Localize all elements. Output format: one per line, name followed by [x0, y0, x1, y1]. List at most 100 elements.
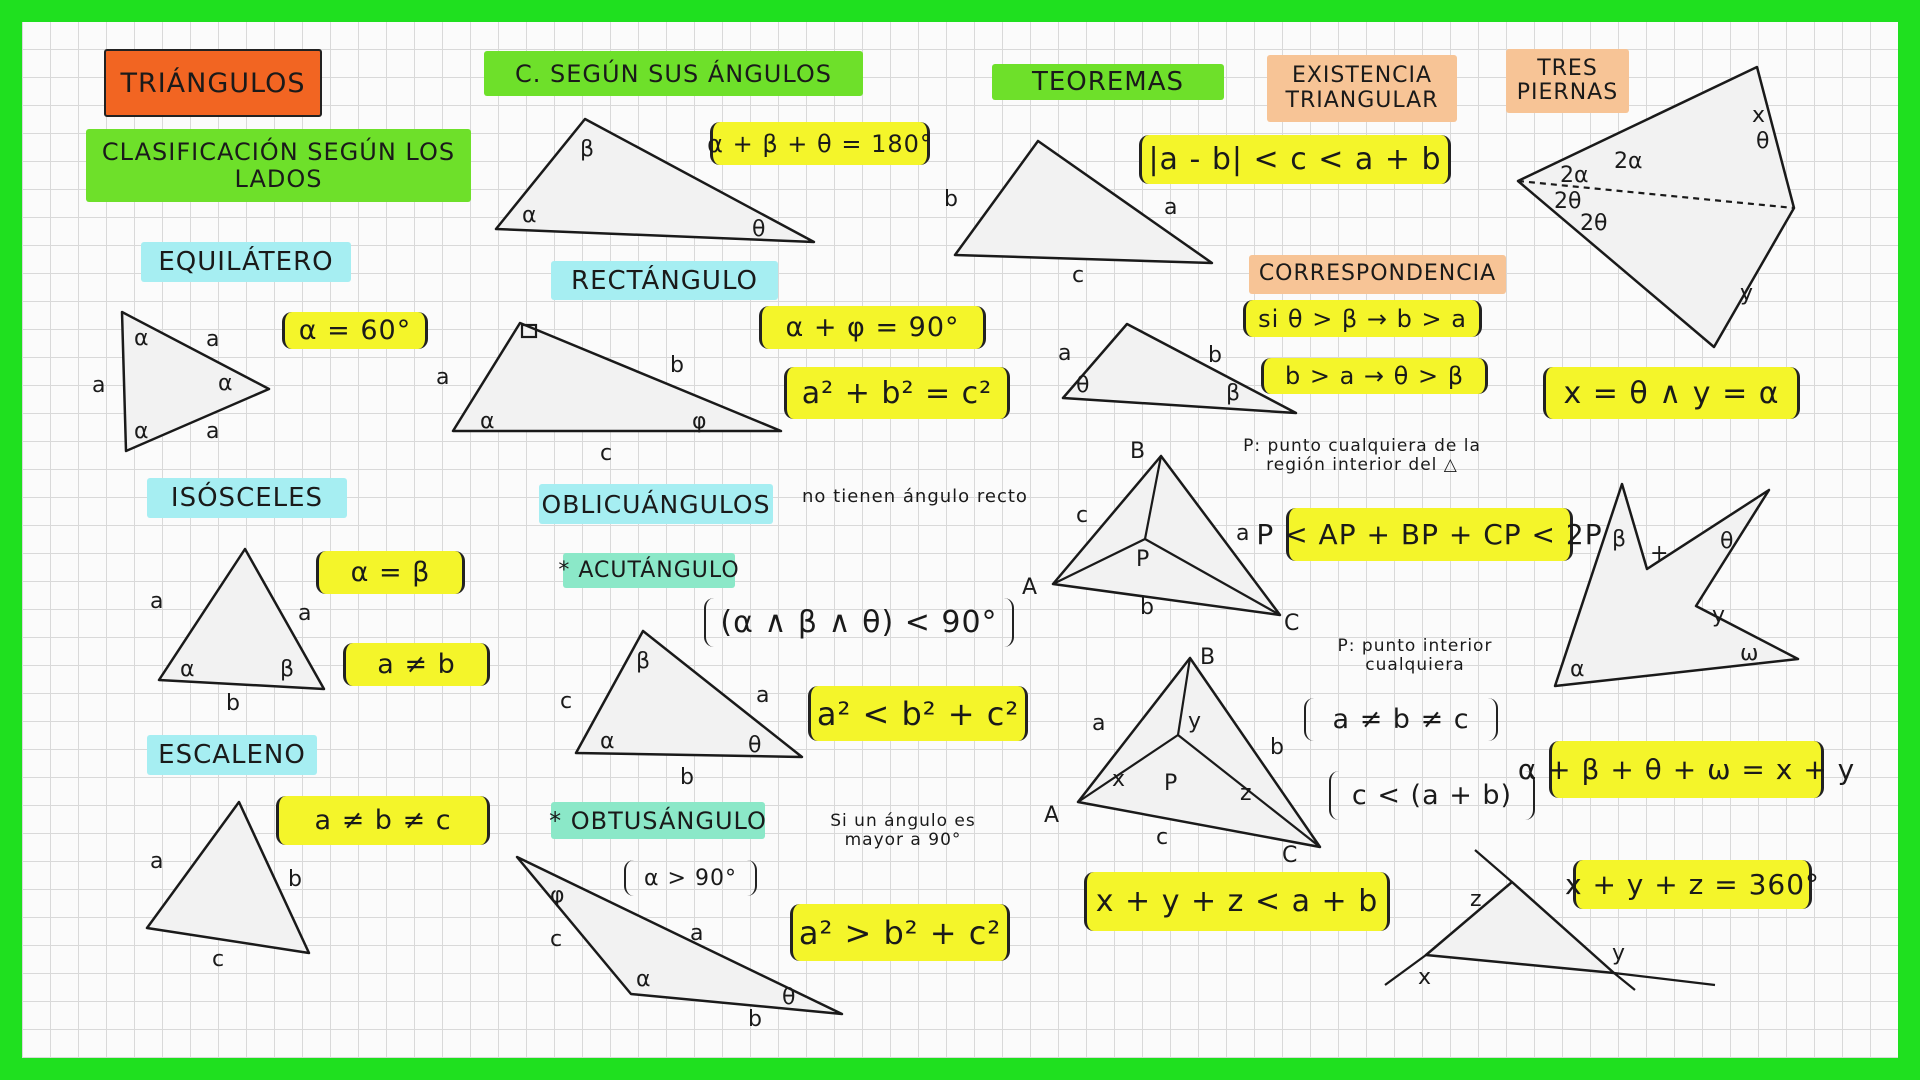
svg-text:θ: θ: [1720, 529, 1733, 554]
svg-text:α: α: [1570, 657, 1585, 682]
tres-piernas-formula: x = θ ∧ y = α: [1543, 367, 1800, 419]
svg-text:c: c: [550, 927, 562, 952]
svg-text:φ: φ: [550, 883, 565, 908]
svg-text:θ: θ: [752, 217, 765, 242]
svg-text:α: α: [218, 371, 233, 396]
svg-text:a: a: [1236, 521, 1249, 546]
svg-text:α: α: [134, 326, 149, 351]
isosceles-triangle: [157, 547, 326, 691]
angle-sum-formula: α + β + θ = 180°: [707, 122, 932, 165]
escaleno-label: ESCALENO: [147, 735, 317, 775]
obtuse-triangle: [515, 855, 844, 1016]
isosceles-formula-2: a ≠ b: [343, 643, 490, 686]
svg-text:a: a: [690, 921, 703, 946]
interior-point-note-1: P: punto cualquiera de la región interio…: [1243, 436, 1481, 475]
svg-text:y: y: [1188, 709, 1201, 734]
svg-text:c: c: [1156, 825, 1168, 850]
svg-text:θ: θ: [1076, 373, 1089, 398]
svg-text:β: β: [580, 137, 594, 162]
existencia-label: EXISTENCIA TRIANGULAR: [1267, 55, 1457, 122]
svg-text:P: P: [1164, 771, 1177, 796]
svg-text:φ: φ: [692, 409, 707, 434]
isosceles-formula-1: α = β: [316, 551, 465, 594]
interior-point-formula-2: a ≠ b ≠ c: [1304, 698, 1498, 741]
scalene-triangle: [145, 800, 311, 955]
svg-text:y: y: [1712, 603, 1725, 628]
svg-text:β: β: [1612, 527, 1626, 552]
svg-text:+: +: [1650, 541, 1668, 566]
svg-text:c: c: [1072, 263, 1084, 288]
svg-text:x: x: [1418, 965, 1431, 990]
svg-text:y: y: [1740, 281, 1753, 306]
obtusangulo-label: * OBTUSÁNGULO: [549, 802, 766, 839]
svg-text:2α: 2α: [1560, 163, 1589, 188]
page-title: TRIÁNGULOS: [104, 49, 322, 117]
acutangulo-formula: a² < b² + c²: [808, 686, 1028, 741]
svg-text:β: β: [1226, 381, 1240, 406]
correspondencia-label: CORRESPONDENCIA: [1249, 255, 1506, 294]
acutangulo-condition: (α ∧ β ∧ θ) < 90°: [704, 598, 1014, 647]
sides-heading: CLASIFICACIÓN SEGÚN LOS LADOS: [86, 129, 471, 202]
tres-piernas-label: TRES PIERNAS: [1506, 49, 1629, 113]
isosceles-label: ISÓSCELES: [147, 478, 347, 518]
angle-sum-triangle: [494, 117, 816, 244]
svg-text:θ: θ: [748, 733, 761, 758]
svg-text:2θ: 2θ: [1554, 189, 1581, 214]
svg-text:c: c: [600, 441, 612, 466]
right-triangle: [451, 321, 783, 433]
interior-point-formula-3: c < (a + b): [1329, 771, 1535, 820]
svg-text:a: a: [1058, 341, 1071, 366]
correspondence-triangle: [1061, 322, 1298, 415]
svg-text:x: x: [1752, 103, 1765, 128]
acutangulo-label: * ACUTÁNGULO: [558, 553, 739, 588]
svg-text:a: a: [206, 419, 219, 444]
svg-text:a: a: [1164, 195, 1177, 220]
rectangulo-label: RECTÁNGULO: [551, 261, 778, 300]
equilatero-formula: α = 60°: [282, 312, 428, 349]
svg-text:P: P: [1136, 547, 1149, 572]
svg-text:C: C: [1282, 843, 1297, 868]
svg-text:B: B: [1130, 439, 1145, 464]
svg-text:a: a: [92, 373, 105, 398]
existencia-formula: |a - b| < c < a + b: [1139, 135, 1451, 184]
svg-text:c: c: [1076, 503, 1088, 528]
svg-text:b: b: [1140, 595, 1154, 620]
obtusangulo-note: Si un ángulo es mayor a 90°: [830, 811, 976, 850]
svg-text:C: C: [1284, 611, 1299, 636]
svg-text:c: c: [560, 689, 572, 714]
svg-text:ω: ω: [1740, 641, 1758, 666]
exterior-angles-triangle: [1424, 880, 1616, 975]
svg-text:c: c: [212, 947, 224, 972]
svg-text:a: a: [756, 683, 769, 708]
svg-text:a: a: [206, 327, 219, 352]
svg-text:b: b: [288, 867, 302, 892]
escaleno-formula: a ≠ b ≠ c: [276, 796, 490, 845]
svg-text:b: b: [1270, 735, 1284, 760]
svg-text:a: a: [298, 601, 311, 626]
svg-text:a: a: [1092, 711, 1105, 736]
rectangulo-formula-1: α + φ = 90°: [759, 306, 986, 349]
svg-text:y: y: [1612, 941, 1625, 966]
svg-text:b: b: [1208, 343, 1222, 368]
svg-text:α: α: [180, 657, 195, 682]
equilateral-triangle: [120, 310, 271, 453]
svg-text:θ: θ: [1756, 129, 1769, 154]
obtusangulo-formula: a² > b² + c²: [790, 904, 1010, 961]
svg-text:2θ: 2θ: [1580, 211, 1607, 236]
concave-formula: α + β + θ + ω = x + y: [1518, 741, 1854, 798]
theorems-heading: TEOREMAS: [992, 64, 1224, 100]
svg-text:θ: θ: [782, 985, 795, 1010]
svg-text:a: a: [436, 365, 449, 390]
svg-text:b: b: [670, 353, 684, 378]
correspondencia-formula-2: b > a → θ > β: [1261, 358, 1488, 394]
svg-text:α: α: [600, 729, 615, 754]
svg-text:z: z: [1470, 887, 1482, 912]
svg-text:α: α: [636, 967, 651, 992]
svg-text:α: α: [134, 419, 149, 444]
svg-text:β: β: [636, 649, 650, 674]
correspondencia-formula-1: si θ > β → b > a: [1243, 300, 1482, 337]
svg-text:A: A: [1022, 575, 1037, 600]
acute-triangle: [574, 629, 804, 759]
concave-figure: [1553, 482, 1800, 688]
